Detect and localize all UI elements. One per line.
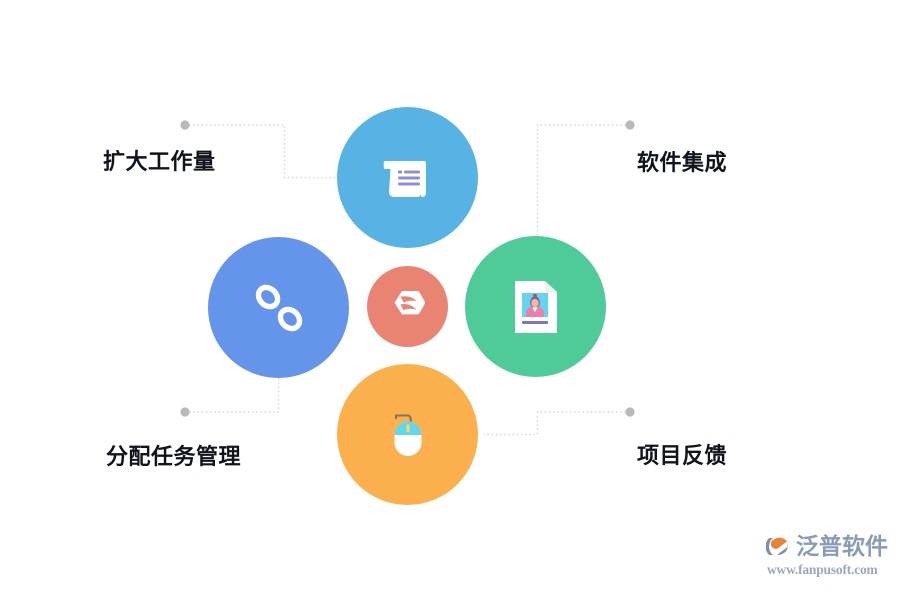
scroll-document-icon	[383, 160, 426, 197]
hexagon-leaf-icon	[394, 290, 425, 314]
watermark-brand-row: 泛普软件	[766, 533, 888, 560]
connector-path-bottom-right	[484, 411, 626, 436]
label-expand-workload: 扩大工作量	[103, 149, 216, 174]
node-circle-leaf[interactable]	[367, 266, 448, 347]
id-card-document-icon	[514, 280, 557, 333]
connector-dot-bottom-right	[625, 407, 635, 417]
connector-dot-bottom-left	[180, 407, 190, 417]
fanpu-logo-icon	[766, 537, 788, 555]
connector-path-bottom-left	[189, 375, 280, 413]
connector-dot-top-left	[180, 120, 190, 130]
watermark-url: www.fanpusoft.com	[767, 562, 878, 577]
label-project-feedback: 项目反馈	[637, 443, 728, 468]
label-assign-task-management: 分配任务管理	[106, 444, 242, 469]
node-circle-mouse[interactable]	[337, 364, 478, 505]
node-circle-id-card[interactable]	[465, 236, 606, 377]
watermark: 泛普软件 www.fanpusoft.com	[766, 533, 894, 591]
label-software-integration: 软件集成	[637, 150, 728, 175]
watermark-brand-text: 泛普软件	[796, 533, 888, 559]
chain-link-icon	[255, 284, 302, 331]
node-circle-scroll[interactable]	[337, 107, 478, 248]
node-circle-link[interactable]	[208, 237, 349, 378]
connector-dot-top-right	[625, 120, 635, 130]
connector-path-top-right	[536, 124, 626, 240]
computer-mouse-icon	[394, 413, 421, 456]
